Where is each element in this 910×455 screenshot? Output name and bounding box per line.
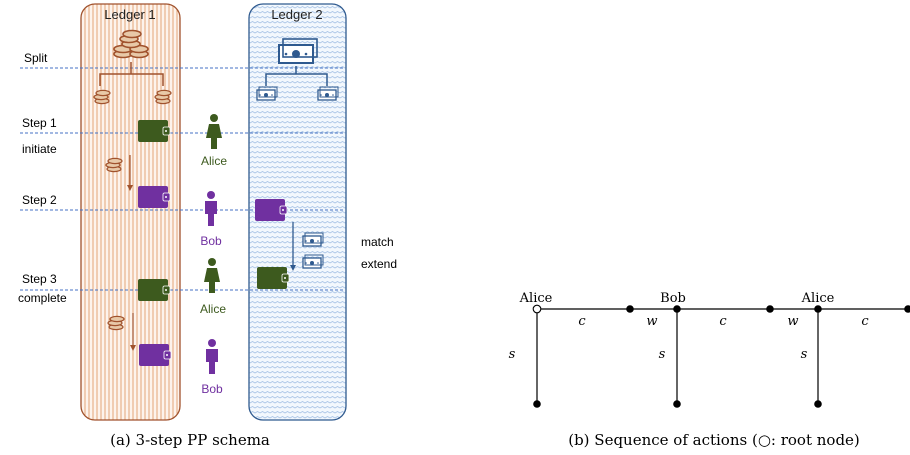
wallet-green-icon bbox=[257, 267, 290, 289]
ledger-2-column bbox=[248, 3, 347, 421]
phase-sublabel-complete: complete bbox=[18, 291, 67, 305]
person-label-alice: Alice bbox=[201, 154, 227, 168]
person-label-alice: Alice bbox=[200, 302, 226, 316]
phase-label-split: Split bbox=[24, 51, 48, 65]
caption-a: (a) 3-step PP schema bbox=[110, 431, 270, 449]
sequence-leaf-node bbox=[814, 400, 822, 408]
caption-b: (b) Sequence of actions (○: root node) bbox=[568, 431, 860, 449]
coin-split-bracket bbox=[99, 62, 164, 86]
ledger-1-column bbox=[80, 3, 181, 421]
coin-stack-step3-icon bbox=[107, 315, 125, 331]
person-label-bob: Bob bbox=[200, 234, 222, 248]
coin-stack-right-icon bbox=[154, 89, 172, 105]
edge-label-s: s bbox=[801, 347, 808, 362]
sequence-node bbox=[766, 305, 774, 313]
person-bob-icon bbox=[205, 191, 217, 226]
panel-a-schema: Ledger 1 Ledger 2 Split Step 1 initiate … bbox=[18, 3, 397, 421]
edge-label-c: c bbox=[719, 314, 727, 329]
coin-pile-icon bbox=[113, 29, 149, 59]
edge-label-c: c bbox=[861, 314, 869, 329]
node-label: Alice bbox=[801, 291, 835, 306]
phase-label-step-2: Step 2 bbox=[22, 193, 57, 207]
sequence-node bbox=[904, 305, 910, 313]
cash-bundle-icon bbox=[278, 38, 318, 64]
node-label: Alice bbox=[519, 291, 553, 306]
edge-label-s: s bbox=[509, 347, 516, 362]
phase-label-step-1: Step 1 bbox=[22, 116, 57, 130]
phase-lines bbox=[20, 67, 345, 291]
wallet-green-icon bbox=[138, 120, 171, 142]
wallet-purple-icon bbox=[138, 186, 171, 208]
action-label-match: match bbox=[361, 235, 394, 249]
person-label-bob: Bob bbox=[201, 382, 223, 396]
edge-label-w: w bbox=[787, 314, 798, 329]
edge-label-w: w bbox=[646, 314, 657, 329]
edge-label-s: s bbox=[659, 347, 666, 362]
coin-stack-left-icon bbox=[93, 89, 111, 105]
wallet-purple-icon bbox=[139, 344, 172, 366]
ledger-1-title: Ledger 1 bbox=[104, 7, 155, 22]
coin-stack-step1-icon bbox=[105, 157, 123, 173]
sequence-root-node bbox=[532, 304, 542, 314]
panel-b-sequence: Alice Bob Alice c w c w c s s s bbox=[509, 291, 910, 408]
person-alice-icon bbox=[204, 258, 220, 293]
cash-transfer-arrowhead bbox=[290, 265, 296, 271]
sequence-leaf-node bbox=[673, 400, 681, 408]
ledger-2-title: Ledger 2 bbox=[271, 7, 322, 22]
edge-label-c: c bbox=[578, 314, 586, 329]
phase-sublabel-initiate: initiate bbox=[22, 142, 57, 156]
coin-transfer-arrowhead-1 bbox=[127, 185, 133, 191]
wallet-green-icon bbox=[138, 279, 171, 301]
node-label: Bob bbox=[660, 291, 686, 306]
cash-split-bracket bbox=[265, 66, 328, 86]
coin-transfer-arrowhead-2 bbox=[130, 345, 136, 351]
sequence-leaf-node bbox=[533, 400, 541, 408]
wallet-purple-icon bbox=[255, 199, 288, 221]
sequence-node bbox=[626, 305, 634, 313]
action-label-extend: extend bbox=[361, 257, 397, 271]
phase-label-step-3: Step 3 bbox=[22, 272, 57, 286]
person-alice-icon bbox=[206, 114, 222, 149]
sequence-node bbox=[673, 305, 681, 313]
sequence-node bbox=[814, 305, 822, 313]
person-bob-icon bbox=[206, 339, 218, 374]
